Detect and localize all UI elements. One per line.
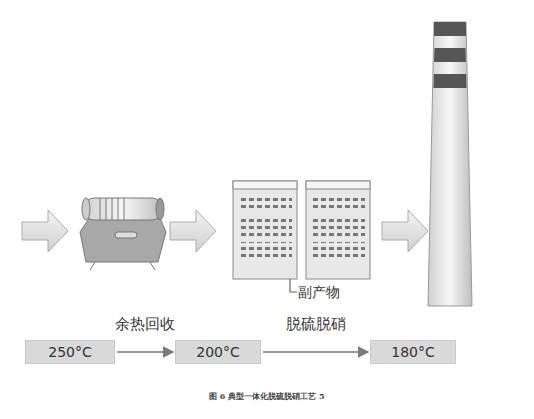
stage-label: 余热回收 (113, 315, 177, 334)
flow-arrow (263, 351, 368, 353)
temperature-box: 250°C (25, 340, 115, 364)
temperature-box: 200°C (175, 340, 261, 364)
temperature-text: 200°C (196, 344, 240, 360)
figure-caption: 图 6 典型一体化脱硫脱硝工艺 5 (209, 391, 325, 402)
temperature-text: 250°C (48, 344, 92, 360)
temperature-box: 180°C (370, 340, 456, 364)
temperature-text: 180°C (391, 344, 435, 360)
flow-arrow (117, 351, 173, 353)
stage-label: 脱硫脱硝 (284, 315, 348, 334)
byproduct-label: 副产物 (298, 284, 340, 302)
